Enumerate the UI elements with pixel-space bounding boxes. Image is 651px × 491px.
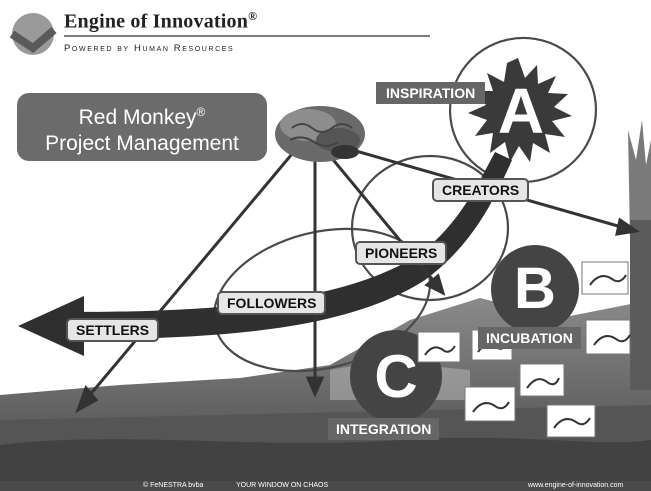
project-box-line1: Red Monkey — [78, 106, 197, 129]
footer-copyright: © FeNESTRA bvba — [143, 482, 204, 489]
stage-b-letter: B — [514, 256, 556, 321]
pioneers-label: PIONEERS — [355, 241, 448, 265]
project-box: Red Monkey® Project Management — [17, 93, 267, 161]
settlers-label: SETTLERS — [66, 318, 160, 342]
stage-c-letter: C — [374, 343, 418, 410]
inspiration-starburst — [468, 58, 572, 162]
incubation-label: INCUBATION — [478, 327, 581, 349]
followers-label: FOLLOWERS — [217, 291, 327, 315]
slide-title: Engine of Innovation® — [64, 9, 258, 33]
footer-tagline: YOUR WINDOW ON CHAOS — [236, 482, 329, 489]
plant-illustration — [628, 120, 651, 390]
pioneers-ellipse — [350, 154, 510, 302]
footer-bar: © FeNESTRA bvba YOUR WINDOW ON CHAOS www… — [0, 481, 651, 491]
footer-url: www.engine-of-innovation.com — [528, 482, 624, 489]
slide-subtitle: Powered by Human Resources — [64, 43, 235, 54]
inspiration-label: INSPIRATION — [376, 82, 486, 104]
stage-a-letter: A — [497, 75, 545, 147]
integration-label: INTEGRATION — [328, 418, 440, 440]
creators-label: CREATORS — [432, 178, 530, 202]
logo-mark — [9, 13, 57, 55]
project-box-line2: Project Management — [45, 132, 239, 155]
brain-illustration — [275, 106, 365, 162]
creators-ellipse — [448, 36, 598, 184]
incubation-circle — [491, 245, 579, 333]
